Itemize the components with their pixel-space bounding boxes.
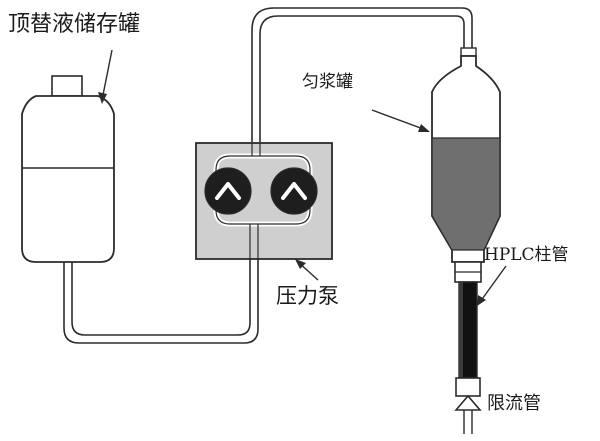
pointer-slurry-arrowhead <box>418 124 430 132</box>
tube-tank-to-pump <box>63 218 259 344</box>
pointer-tank <box>101 49 113 101</box>
pointer-slurry <box>371 109 427 131</box>
slurry-fill <box>433 138 499 250</box>
label-hplc-column: HPLC柱管 <box>484 245 569 265</box>
storage-tank-body <box>21 95 115 263</box>
tube-pump-to-slurry-tank <box>251 7 473 142</box>
hplc-column <box>458 281 478 379</box>
slurry-tank <box>431 47 501 263</box>
label-slurry-tank: 匀浆罐 <box>302 72 353 92</box>
pointer-pump-arrowhead <box>295 259 306 269</box>
pointer-tank-arrowhead <box>98 92 107 104</box>
pointer-hplc-arrowhead <box>477 295 486 306</box>
label-top-tank: 顶替液储存罐 <box>8 12 141 37</box>
pump-head-icon <box>204 167 252 215</box>
pump-head-icon <box>270 167 318 215</box>
label-restrictor: 限流管 <box>487 393 541 414</box>
label-pump: 压力泵 <box>276 284 339 308</box>
storage-tank-cap <box>51 75 83 97</box>
restrictor <box>455 377 481 397</box>
inflow-arrow-icon <box>454 394 482 434</box>
pressure-pump <box>195 142 333 260</box>
storage-tank <box>21 75 115 263</box>
pointer-hplc <box>479 265 507 303</box>
